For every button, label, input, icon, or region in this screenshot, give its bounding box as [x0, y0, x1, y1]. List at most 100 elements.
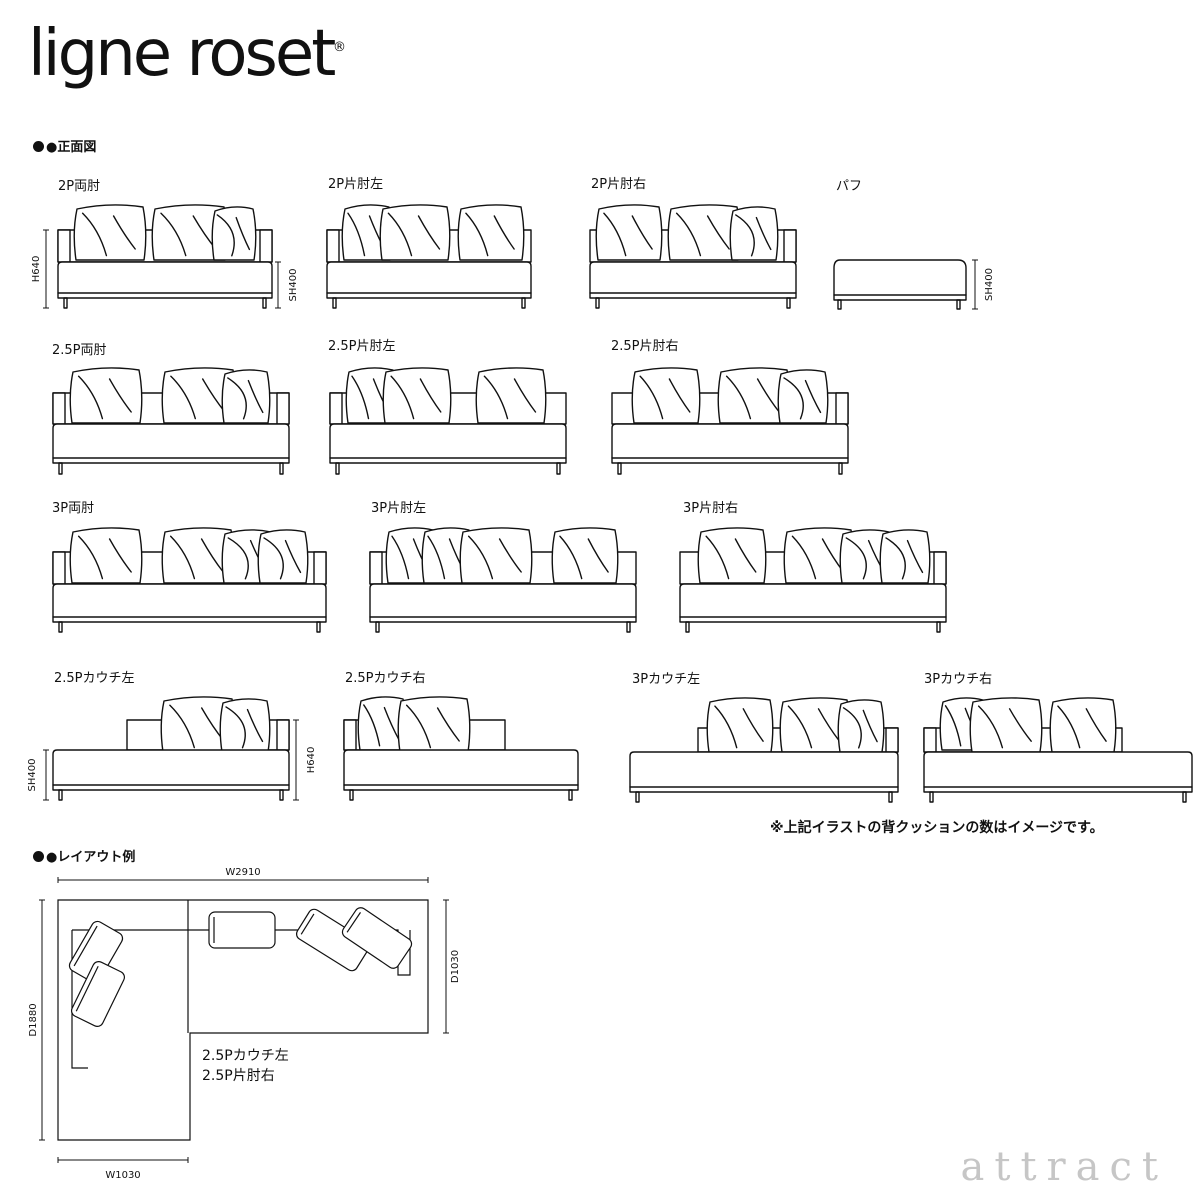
- height-dimension-couch: H640: [293, 719, 317, 801]
- arm-left: [329, 392, 343, 425]
- model-label-2p-arm-right: 2P片肘右: [591, 177, 647, 192]
- layout-caption-line-2: 2.5P片肘右: [202, 1068, 275, 1084]
- seat-height-dimension-pouf-label: SH400: [984, 268, 995, 301]
- arm-left: [923, 727, 937, 753]
- model-label-25p-both-arms: 2.5P両肘: [52, 343, 107, 358]
- sofa-25p-arm-right: [611, 367, 849, 475]
- arm-left: [52, 551, 66, 585]
- seat-cushion: [329, 423, 567, 464]
- model-label-25p-arm-right: 2.5P片肘右: [611, 339, 679, 354]
- seat-height-dimension-2p: SH400: [275, 261, 299, 309]
- seat-cushion: [369, 583, 637, 623]
- seat-cushion: [52, 583, 327, 623]
- layout-depth-left-dimension-label: D1880: [28, 1003, 39, 1036]
- leg: [1182, 791, 1187, 803]
- layout-cushion: [208, 911, 276, 949]
- seat-cushion: [343, 749, 579, 791]
- sofa-25p-both-arms: [52, 367, 290, 475]
- seat-cushion: [57, 261, 273, 299]
- back-cushion: [706, 697, 774, 753]
- model-label-25p-arm-left: 2.5P片肘左: [328, 339, 396, 354]
- sofa-3p-arm-left: [369, 527, 637, 633]
- arm-left: [343, 719, 357, 751]
- pouf: [833, 259, 967, 310]
- front-view-section-title: ●正面図: [33, 136, 96, 155]
- sofa-25p-couch-right: [343, 696, 579, 801]
- leg: [521, 297, 526, 309]
- sofa-3p-arm-right: [679, 527, 947, 633]
- arm-right: [885, 727, 899, 753]
- layout-depth-right-dimension-label: D1030: [450, 950, 461, 983]
- sofa-25p-arm-left: [329, 367, 567, 475]
- seat-cushion: [629, 751, 899, 793]
- leg: [635, 791, 640, 803]
- leg: [929, 791, 934, 803]
- layout-depth-left-dimension: D1880: [28, 899, 45, 1141]
- model-label-25p-couch-right: 2.5Pカウチ右: [345, 671, 426, 686]
- layout-width-dimension: W2910: [57, 867, 429, 883]
- bullet-icon: [33, 141, 44, 152]
- arm-left: [52, 392, 66, 425]
- arm-right: [933, 551, 947, 585]
- leg: [316, 621, 321, 633]
- seat-cushion: [52, 423, 290, 464]
- back-cushion: [219, 698, 271, 753]
- back-cushion: [595, 204, 663, 261]
- layout-title-text: ●レイアウト例: [46, 850, 136, 865]
- arm-right: [783, 229, 797, 263]
- back-cushion: [379, 204, 451, 261]
- layout-section-title: ●レイアウト例: [33, 846, 135, 865]
- model-label-3p-arm-left: 3P片肘左: [371, 501, 427, 516]
- height-dimension-2p-label: H640: [31, 256, 42, 283]
- seat-cushion: [611, 423, 849, 464]
- layout-back-rest-left: [71, 930, 88, 1069]
- sofa-2p-arm-right: [589, 204, 797, 309]
- layout-cushion: [295, 908, 371, 972]
- registered-mark: ®: [333, 40, 346, 55]
- arm-left: [369, 551, 383, 585]
- arm-right: [835, 392, 849, 425]
- layout-back-rest: [72, 929, 411, 976]
- leg: [595, 297, 600, 309]
- sofa-3p-both-arms: [52, 527, 327, 633]
- ligne-roset-logo: ligne roset: [28, 17, 336, 91]
- back-cushion: [667, 204, 741, 261]
- back-cushion: [341, 204, 393, 261]
- leg: [262, 297, 267, 309]
- leg: [626, 621, 631, 633]
- model-label-3p-couch-left: 3Pカウチ左: [632, 672, 701, 687]
- back-cushion: [221, 369, 271, 424]
- leg: [58, 789, 63, 801]
- seat-height-dimension-pouf: SH400: [972, 259, 995, 310]
- sofa-2p-both-arms: [57, 204, 273, 309]
- model-label-3p-arm-right: 3P片肘右: [683, 501, 739, 516]
- leg: [837, 299, 842, 310]
- pouf-body: [833, 259, 967, 301]
- leg: [63, 297, 68, 309]
- layout-width-dimension-label: W2910: [225, 867, 260, 878]
- model-label-3p-couch-right: 3Pカウチ右: [924, 672, 993, 687]
- back-cushion: [73, 204, 147, 261]
- model-label-25p-couch-left: 2.5Pカウチ左: [54, 671, 135, 686]
- height-dimension-2p: H640: [31, 229, 49, 309]
- leg: [888, 791, 893, 803]
- back-cushion: [257, 529, 309, 584]
- back-cushion: [729, 206, 779, 261]
- layout-depth-right-dimension: D1030: [443, 899, 461, 1034]
- layout-plan-drawing: [57, 899, 429, 1141]
- leg: [617, 462, 622, 475]
- seat-cushion: [679, 583, 947, 623]
- leg: [568, 789, 573, 801]
- leg: [58, 621, 63, 633]
- back-cushion: [969, 697, 1043, 753]
- height-dimension-couch-label: H640: [306, 747, 317, 774]
- arm-right: [276, 392, 290, 425]
- arm-right: [313, 551, 327, 585]
- arm-left: [326, 229, 340, 263]
- leg: [279, 789, 284, 801]
- sofa-25p-couch-left: [52, 696, 290, 801]
- arm-right: [276, 719, 290, 751]
- arm-right: [259, 229, 273, 263]
- back-cushion: [69, 367, 143, 424]
- back-cushion: [397, 696, 471, 753]
